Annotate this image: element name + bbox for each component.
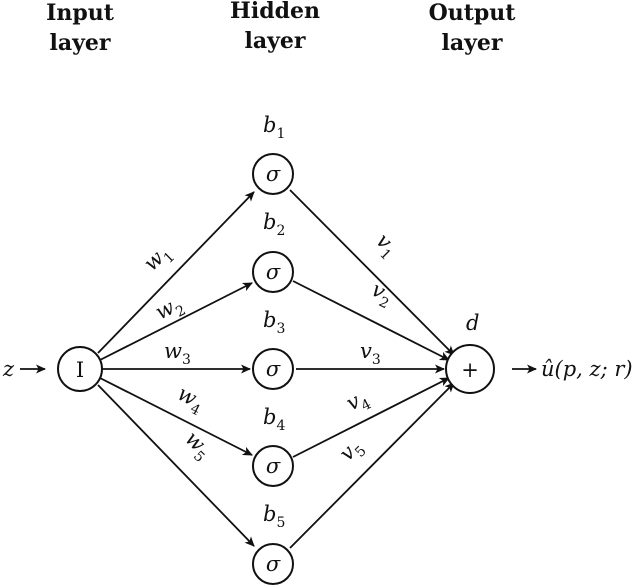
hidden-node-1-symbol: σ — [266, 162, 281, 186]
input-layer-header: Input layer — [46, 0, 115, 56]
hidden-node-4-symbol: σ — [266, 454, 281, 478]
output-layer-header-line2: layer — [442, 30, 503, 56]
input-node-label: I — [76, 358, 84, 382]
edge-hidden-5-to-output — [289, 382, 455, 549]
weight-label-w1: w1 — [139, 240, 178, 280]
input-layer-header-line1: Input — [46, 0, 115, 26]
weight-label-v4: v4 — [342, 385, 374, 420]
hidden-layer-header-line1: Hidden — [230, 0, 320, 24]
output-bias-label: d — [466, 311, 479, 335]
input-node — [57, 346, 103, 392]
hidden-node-3-symbol: σ — [266, 357, 281, 381]
hidden-node-2: σ — [252, 251, 294, 293]
weight-label-w5: w5 — [177, 426, 216, 466]
output-result: û(p, z; r) — [541, 357, 633, 381]
hidden-node-5: σ — [252, 543, 294, 585]
weight-label-w2: w2 — [151, 291, 188, 329]
bias-label-4: b4 — [263, 405, 285, 434]
hidden-layer-header-line2: layer — [245, 28, 306, 54]
input-layer-header-line2: layer — [50, 30, 111, 56]
bias-label-3: b3 — [263, 308, 285, 337]
output-node-label: + — [461, 358, 479, 382]
edge-input-to-hidden-5 — [97, 384, 255, 547]
output-layer-header: Output layer — [429, 0, 517, 56]
weight-label-v3: v3 — [360, 339, 381, 368]
hidden-node-4: σ — [252, 445, 294, 487]
input-variable: z — [2, 357, 15, 381]
hidden-layer-header: Hidden layer — [230, 0, 320, 54]
edge-hidden-2-to-output — [292, 280, 450, 361]
weight-label-v2: v2 — [365, 277, 397, 312]
edge-hidden-4-to-output — [292, 377, 450, 458]
weight-label-v5: v5 — [335, 434, 370, 469]
bias-label-2: b2 — [263, 210, 285, 239]
weight-label-v1: v1 — [368, 229, 403, 264]
hidden-node-5-symbol: σ — [266, 552, 281, 576]
hidden-node-1: σ — [252, 153, 294, 195]
output-layer-header-line1: Output — [429, 0, 517, 26]
edge-hidden-1-to-output — [289, 189, 455, 356]
output-node — [445, 344, 495, 394]
hidden-node-3: σ — [252, 348, 294, 390]
weight-label-w3: w3 — [164, 339, 191, 368]
hidden-node-2-symbol: σ — [266, 260, 281, 284]
edge-input-to-hidden-2 — [99, 282, 253, 361]
bias-label-5: b5 — [263, 502, 285, 531]
bias-label-1: b1 — [263, 113, 285, 142]
weight-label-w4: w4 — [171, 381, 208, 419]
edge-input-to-hidden-1 — [97, 191, 255, 354]
edge-input-to-hidden-4 — [99, 377, 253, 456]
